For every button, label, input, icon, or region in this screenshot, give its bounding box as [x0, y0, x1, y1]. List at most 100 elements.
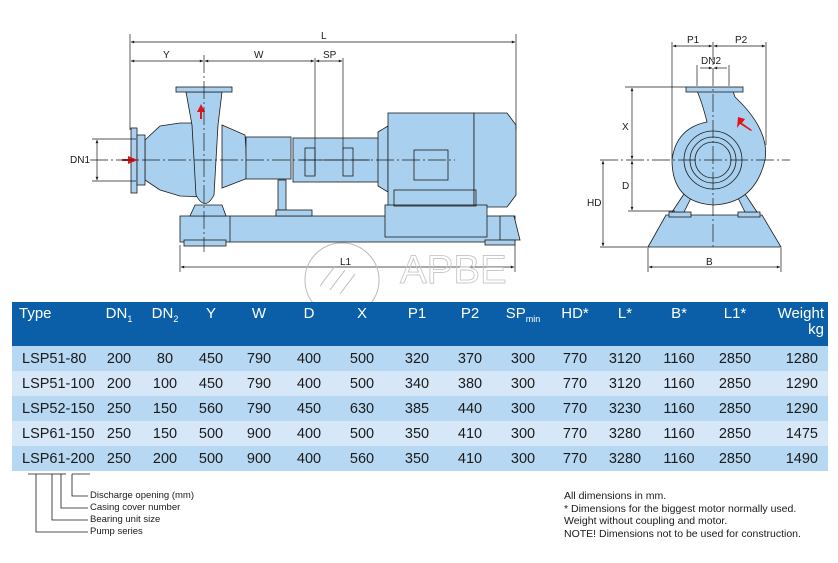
- value-cell: 560: [198, 400, 224, 417]
- col-header-y: Y: [205, 305, 216, 322]
- legend-bearing-unit: Bearing unit size: [90, 514, 161, 525]
- dim-label-HD: HD: [587, 198, 601, 209]
- table-header-row: Type DN1 DN2 Y W D X P1 P2 SPmin HD* L* …: [12, 302, 828, 346]
- value-cell: 350: [404, 425, 430, 442]
- value-cell: 500: [349, 425, 375, 442]
- value-cell: 770: [562, 425, 588, 442]
- front-volute: [671, 90, 767, 206]
- dim-label-X: X: [622, 122, 629, 133]
- front-baseplate: [647, 214, 782, 248]
- motor-base: [384, 204, 488, 238]
- value-cell: 300: [510, 450, 536, 467]
- value-cell: 500: [198, 450, 224, 467]
- value-cell: 2850: [718, 400, 752, 417]
- value-cell: 2850: [718, 375, 752, 392]
- terminal-box: [413, 149, 449, 181]
- baseplate-end: [499, 215, 521, 241]
- front-view-dimensions: [600, 42, 790, 272]
- type-cell: LSP51-80: [22, 350, 87, 367]
- col-header-l1: L1*: [723, 305, 747, 322]
- value-cell: 300: [510, 375, 536, 392]
- col-header-dn1: DN1: [105, 305, 133, 325]
- legend-casing-cover: Casing cover number: [90, 502, 181, 513]
- value-cell: 1160: [663, 425, 695, 442]
- value-cell: 500: [349, 350, 375, 367]
- dim-label-W: W: [254, 50, 264, 61]
- value-cell: 300: [510, 425, 536, 442]
- col-header-d: D: [303, 305, 315, 322]
- value-cell: 400: [296, 350, 322, 367]
- value-cell: 630: [349, 400, 375, 417]
- side-view-dimensions: [90, 34, 517, 272]
- dim-label-D: D: [622, 181, 629, 192]
- value-cell: 3120: [608, 375, 642, 392]
- type-cell: LSP61-150: [22, 425, 95, 442]
- rotation-arrow: [737, 117, 752, 131]
- value-cell: 380: [457, 375, 483, 392]
- col-header-l: L*: [617, 305, 633, 322]
- value-cell: 900: [246, 450, 272, 467]
- value-cell: 790: [246, 400, 272, 417]
- value-cell: 1475: [785, 425, 818, 442]
- value-cell: 2850: [718, 350, 752, 367]
- value-cell: 300: [510, 350, 536, 367]
- value-cell: 410: [457, 425, 483, 442]
- value-cell: 340: [404, 375, 430, 392]
- value-cell: 1160: [663, 450, 695, 467]
- legend-connector-lines: [28, 473, 90, 533]
- value-cell: 1490: [785, 450, 818, 467]
- value-cell: 400: [296, 450, 322, 467]
- value-cell: 790: [246, 375, 272, 392]
- value-cell: 770: [562, 400, 588, 417]
- value-cell: 250: [106, 425, 132, 442]
- value-cell: 3280: [608, 450, 642, 467]
- value-cell: 320: [404, 350, 430, 367]
- value-cell: 150: [152, 400, 178, 417]
- dim-label-DN2: DN2: [701, 56, 721, 67]
- value-cell: 1160: [663, 350, 695, 367]
- value-cell: 500: [349, 375, 375, 392]
- col-header-p1: P1: [407, 305, 427, 322]
- value-cell: 3230: [608, 400, 642, 417]
- value-cell: 150: [152, 425, 178, 442]
- note-construction-warning: NOTE! Dimensions not to be used for cons…: [564, 527, 801, 540]
- col-header-w: W: [251, 305, 267, 322]
- value-cell: 2850: [718, 450, 752, 467]
- value-cell: 1160: [663, 375, 695, 392]
- value-cell: 1160: [663, 400, 695, 417]
- value-cell: 500: [198, 425, 224, 442]
- value-cell: 1290: [785, 375, 818, 392]
- front-view-labels: P1 P2 DN2 X D HD B: [587, 35, 748, 268]
- value-cell: 440: [457, 400, 483, 417]
- col-header-hd: HD*: [561, 305, 589, 322]
- value-cell: 200: [106, 350, 132, 367]
- value-cell: 350: [404, 450, 430, 467]
- type-cell: LSP51-100: [22, 375, 95, 392]
- type-code-legend: Discharge opening (mm) Casing cover numb…: [0, 470, 300, 563]
- dim-label-P1: P1: [687, 35, 700, 46]
- value-cell: 790: [246, 350, 272, 367]
- pump-foot: [189, 204, 227, 217]
- value-cell: 300: [510, 400, 536, 417]
- front-discharge-flange: [685, 86, 744, 93]
- value-cell: 2850: [718, 425, 752, 442]
- dim-label-L1: L1: [340, 257, 352, 268]
- value-cell: 400: [296, 375, 322, 392]
- col-header-dn2: DN2: [151, 305, 179, 325]
- col-header-p2: P2: [460, 305, 480, 322]
- value-cell: 385: [404, 400, 430, 417]
- front-view: [647, 86, 782, 248]
- bearing-bracket: [221, 124, 249, 189]
- value-cell: 400: [296, 425, 322, 442]
- notes: All dimensions in mm. * Dimensions for t…: [564, 490, 801, 540]
- value-cell: 450: [296, 400, 322, 417]
- type-cell: LSP52-150: [22, 400, 95, 417]
- value-cell: 770: [562, 350, 588, 367]
- side-view: [122, 86, 521, 247]
- legend-pump-series: Pump series: [90, 526, 143, 537]
- value-cell: 250: [106, 400, 132, 417]
